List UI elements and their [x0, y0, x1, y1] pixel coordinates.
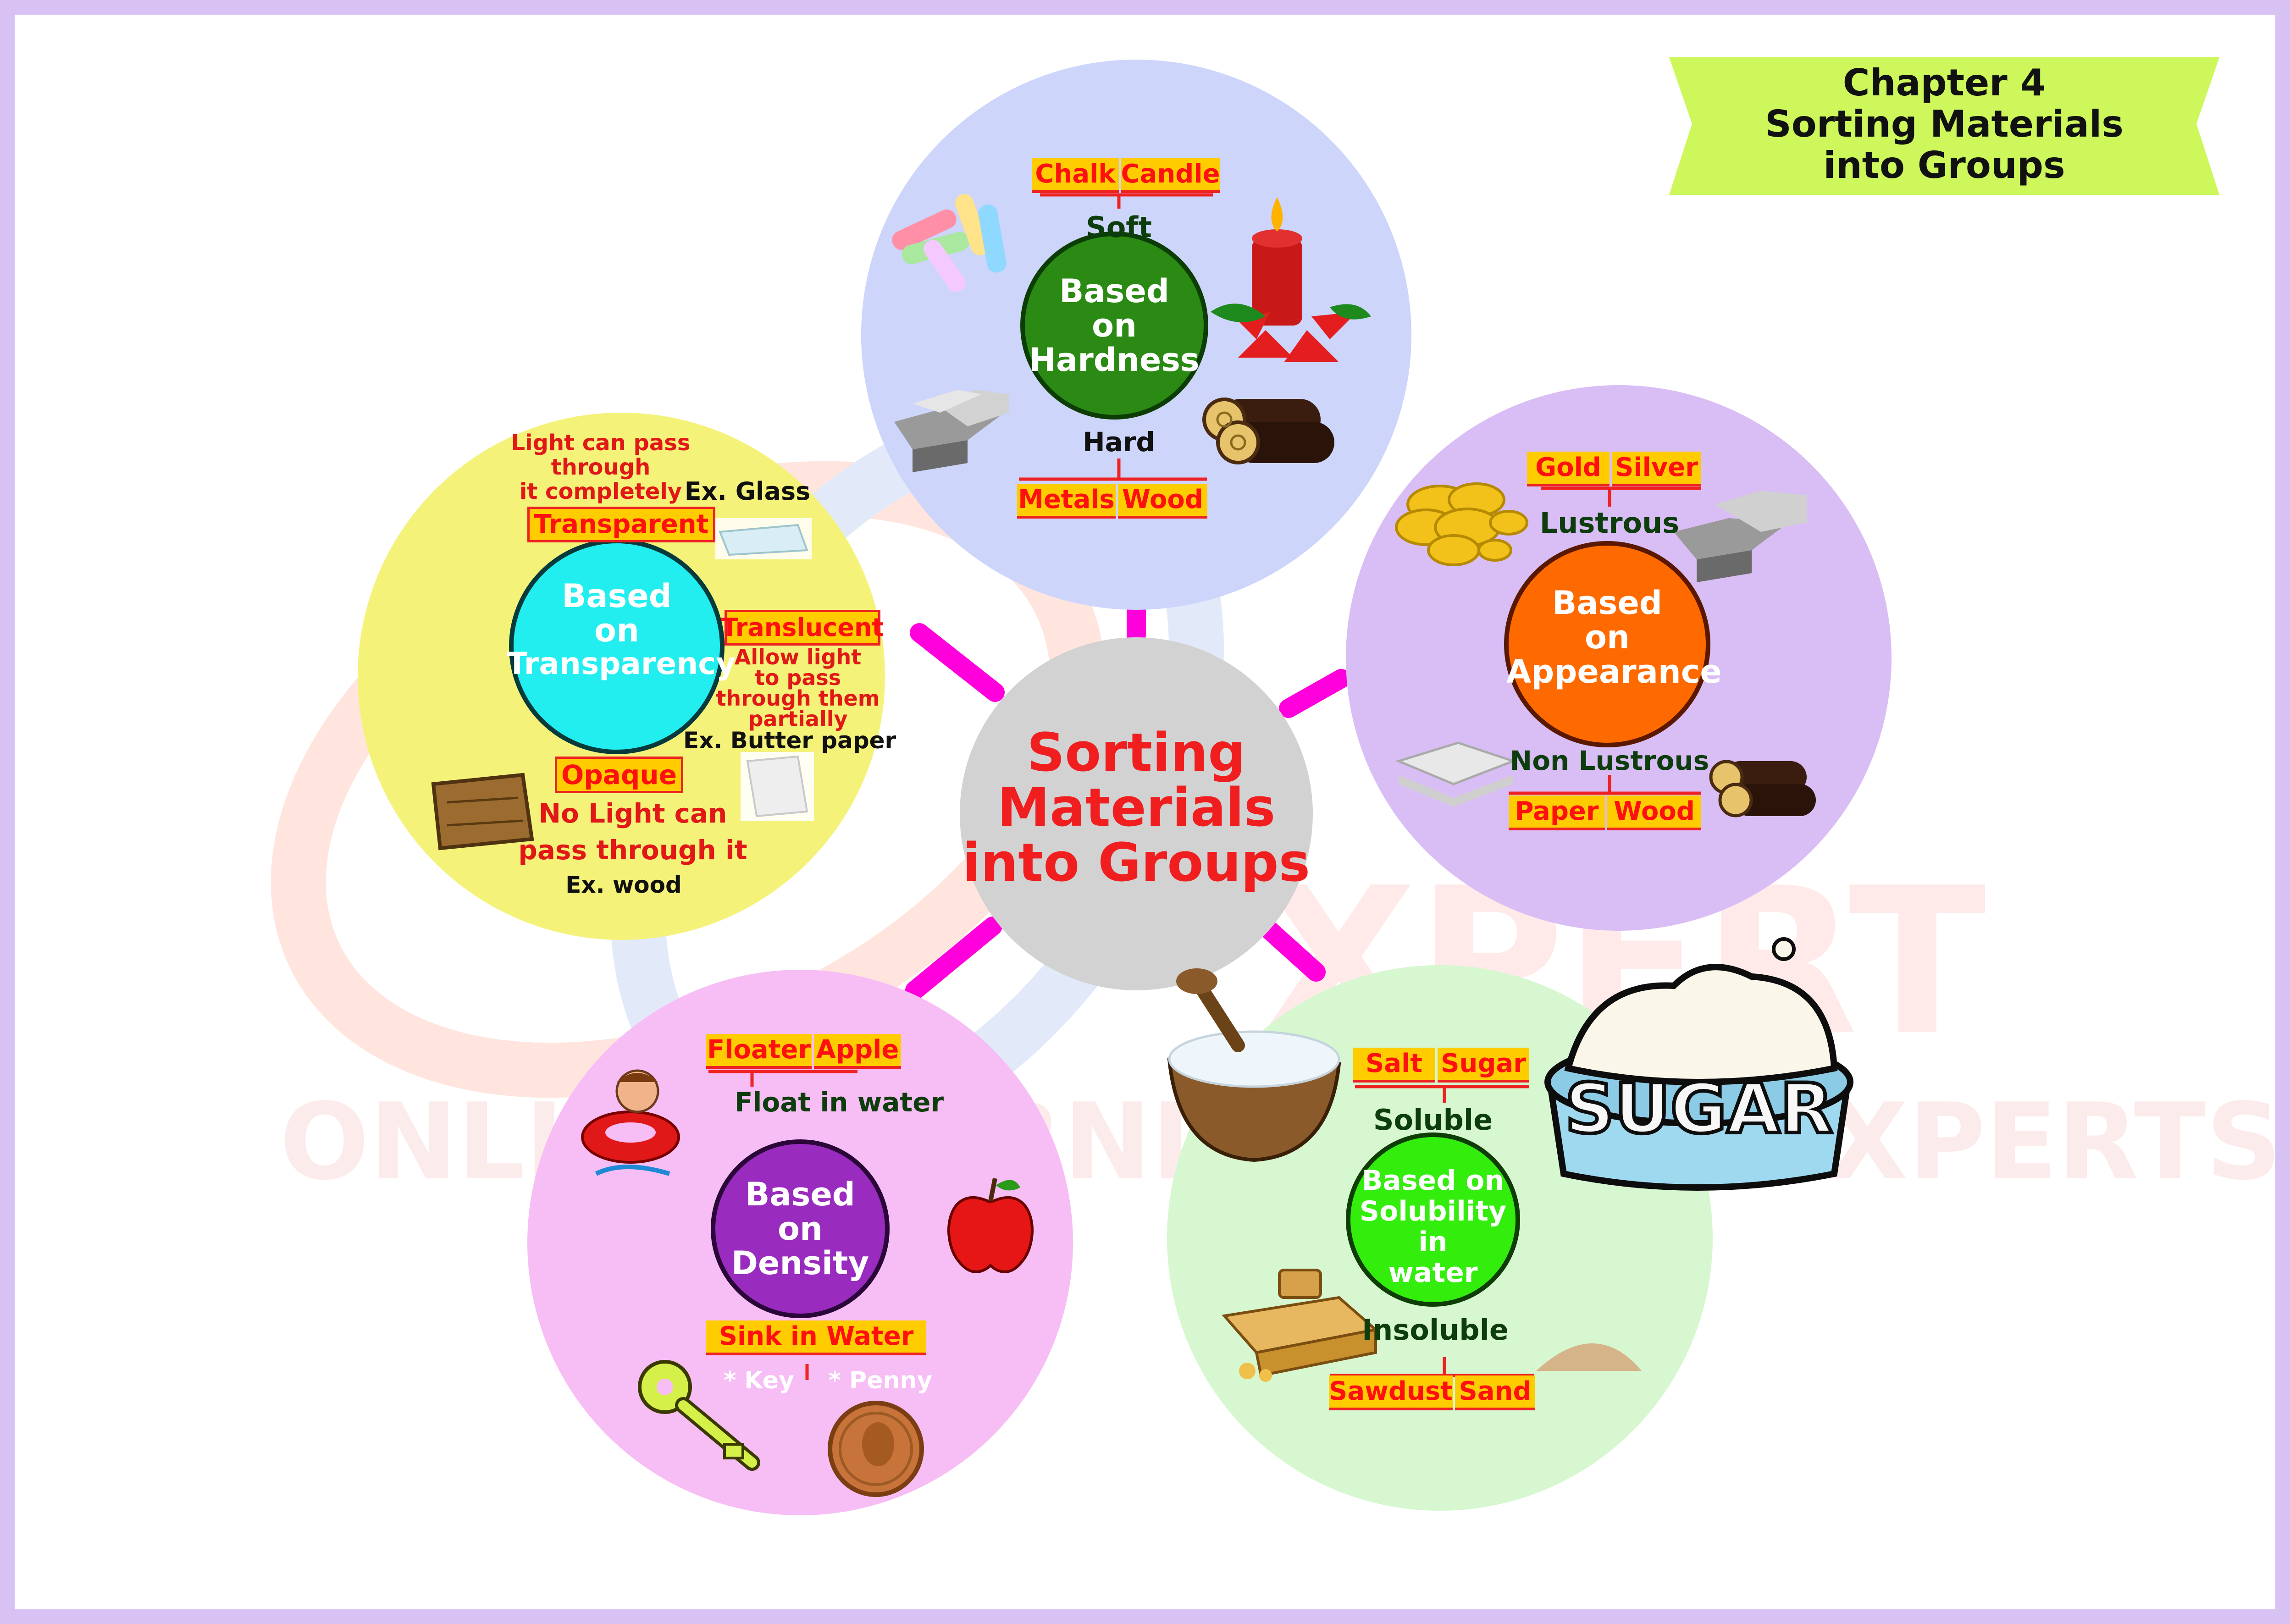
- density-float-example-2: Apple: [814, 1034, 901, 1069]
- appearance-title-2: on: [1585, 619, 1630, 656]
- appearance-lustrous-example-1: Gold: [1527, 452, 1610, 486]
- solubility-title-3: in: [1418, 1226, 1448, 1258]
- solubility-soluble-label: Soluble: [1373, 1103, 1493, 1137]
- appearance-nonlustrous-example-1: Paper: [1509, 795, 1605, 830]
- hardness-soft-label: Soft: [1086, 210, 1152, 244]
- density-float-example-1: Floater: [706, 1034, 812, 1069]
- opaque-desc-1: No Light can: [538, 798, 727, 829]
- appearance-wood-icon: [1709, 760, 1816, 818]
- chapter-banner: [1669, 57, 2219, 195]
- solubility-bubble: [1346, 1132, 1520, 1307]
- transparency-title-3: Transparency: [507, 646, 736, 681]
- banner-line-2: Sorting Materials: [1765, 103, 2124, 145]
- density-sink-label: Sink in Water: [706, 1320, 926, 1355]
- density-sink-item-1: * Key: [724, 1367, 794, 1394]
- density-float-label: Float in water: [734, 1087, 944, 1118]
- translucent-desc-2: to pass: [754, 665, 841, 690]
- transparent-desc-3: it completely: [519, 479, 682, 504]
- density-title-2: on: [778, 1210, 823, 1248]
- penny-icon: [828, 1401, 924, 1497]
- wooden-board-icon: [431, 773, 534, 851]
- appearance-nonlustrous-label: Non Lustrous: [1510, 745, 1709, 776]
- solubility-title-2: Solubility: [1359, 1195, 1507, 1227]
- hardness-hard-example-1: Metals: [1017, 484, 1116, 519]
- opaque-desc-2: pass through it: [518, 834, 747, 866]
- appearance-lustrous-label: Lustrous: [1539, 506, 1680, 540]
- transparent-label: Transparent: [527, 507, 715, 542]
- opaque-label: Opaque: [555, 757, 683, 793]
- apple-icon: [947, 1178, 1034, 1273]
- gold-nuggets-icon: [1395, 482, 1528, 566]
- solubility-insoluble-example-1: Sawdust: [1329, 1375, 1453, 1410]
- banner-line-1: Chapter 4: [1842, 61, 2046, 104]
- butter-paper-icon: [741, 752, 814, 821]
- spokes: [905, 600, 1351, 1000]
- floater-icon: [581, 1069, 680, 1176]
- appearance-bubble: [1504, 541, 1710, 747]
- translucent-example: Ex. Butter paper: [683, 727, 896, 754]
- sugar-jar-text: SUGAR: [1565, 1069, 1833, 1149]
- hardness-bubble: [1020, 232, 1208, 420]
- appearance-nonlustrous-example-2: Wood: [1607, 795, 1701, 830]
- sand-pile-icon: [1536, 1343, 1642, 1371]
- center-title-3: into Groups: [962, 832, 1311, 894]
- salt-bowl-icon: [1167, 968, 1341, 1162]
- key-icon: [638, 1360, 760, 1471]
- hardness-title-2: on: [1092, 307, 1137, 344]
- center-circle: [960, 637, 1313, 990]
- transparency-title-2: on: [594, 612, 639, 649]
- silver-bars-icon: [1674, 491, 1807, 582]
- solubility-soluble-example-1: Salt: [1353, 1048, 1435, 1083]
- hardness-title-3: Hardness: [1029, 341, 1200, 379]
- sugar-jar-icon: SUGAR: [1544, 937, 1853, 1191]
- appearance-title-3: Appearance: [1506, 653, 1722, 690]
- transparency-title-1: Based: [562, 577, 672, 615]
- candle-icon: [1211, 197, 1371, 362]
- hardness-soft-example-2: Candle: [1121, 158, 1220, 193]
- wood-logs-icon: [1202, 398, 1334, 464]
- center-title-1: Sorting: [1027, 722, 1246, 784]
- solubility-insoluble-label: Insoluble: [1362, 1313, 1509, 1347]
- translucent-label: Translucent: [721, 610, 884, 646]
- transparent-desc-2: through: [551, 454, 651, 480]
- hardness-hard-example-2: Wood: [1118, 484, 1207, 519]
- density-bubble: [711, 1139, 890, 1318]
- center-title-2: Materials: [997, 777, 1276, 839]
- transparent-desc-1: Light can pass: [511, 430, 691, 456]
- hardness-title-1: Based: [1059, 272, 1169, 310]
- paper-stack-icon: [1395, 741, 1517, 807]
- translucent-desc-4: partially: [748, 707, 848, 731]
- hardness-soft-example-1: Chalk: [1032, 158, 1119, 193]
- translucent-desc-3: through them: [716, 686, 880, 711]
- sawdust-icon: [1222, 1269, 1379, 1382]
- chalk-icon: [892, 194, 1007, 292]
- opaque-example: Ex. wood: [565, 872, 682, 898]
- appearance-title-1: Based: [1552, 584, 1662, 622]
- solubility-insoluble-example-2: Sand: [1455, 1375, 1535, 1410]
- density-title-3: Density: [731, 1244, 869, 1282]
- metal-bars-icon: [894, 390, 1009, 472]
- solubility-title-4: water: [1388, 1257, 1478, 1289]
- translucent-desc-1: Allow light: [734, 645, 862, 669]
- density-sink-item-2: * Penny: [828, 1367, 933, 1394]
- banner-line-3: into Groups: [1823, 144, 2065, 187]
- glass-pane-icon: [715, 518, 812, 559]
- transparent-example: Ex. Glass: [684, 477, 811, 506]
- hardness-hard-label: Hard: [1083, 426, 1155, 458]
- appearance-lustrous-example-2: Silver: [1612, 452, 1701, 486]
- density-title-1: Based: [745, 1176, 855, 1213]
- solubility-soluble-example-2: Sugar: [1438, 1048, 1529, 1083]
- solubility-title-1: Based on: [1361, 1165, 1505, 1197]
